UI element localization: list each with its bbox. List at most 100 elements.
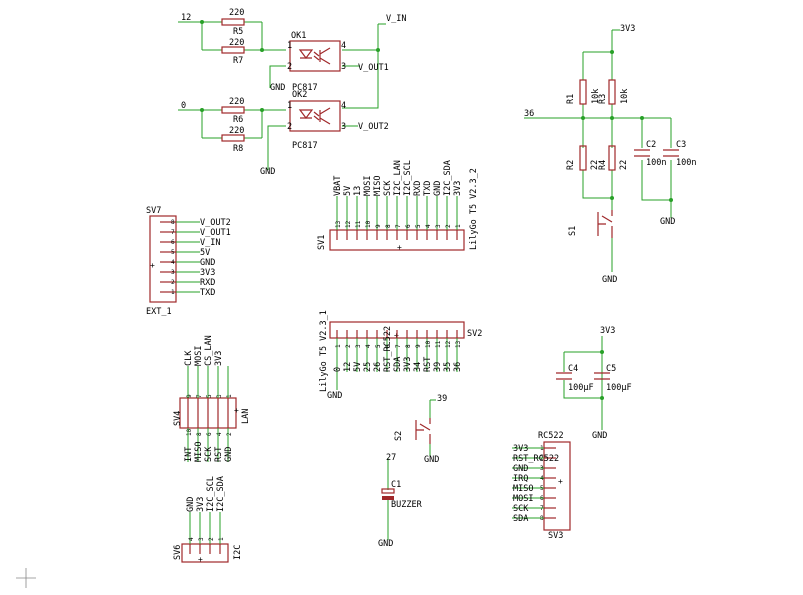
- gnd-label-ok2: GND: [260, 167, 275, 177]
- r6-name: R6: [233, 115, 243, 125]
- sv7-signal: RXD: [200, 278, 215, 288]
- sv1-signal: GND: [433, 181, 443, 196]
- sv1-pin-number: 13: [335, 220, 342, 228]
- r4-value: 22: [619, 160, 629, 170]
- sv1-signal: I2C_SDA: [443, 160, 453, 196]
- gnd-label-c1: GND: [378, 539, 393, 549]
- sv7-signal: V_OUT1: [200, 228, 231, 238]
- sv2-signal: RST_RC522: [383, 326, 393, 372]
- sv1-pin-number: 8: [385, 224, 392, 228]
- net-27: 27: [386, 453, 396, 463]
- net-v-in: V_IN: [386, 14, 406, 24]
- sv1-pin-number: 6: [405, 224, 412, 228]
- sv1-signal: RXD: [413, 181, 423, 196]
- sv2-pin-number: 4: [365, 344, 372, 348]
- sv2-signal: 34: [413, 362, 423, 372]
- sv6-body: [181, 543, 229, 563]
- net-v-out1: V_OUT1: [358, 63, 389, 73]
- sv1-pin-number: 9: [375, 224, 382, 228]
- sv6-signal: 3V3: [196, 497, 206, 512]
- sv1-pin-number: 12: [345, 220, 352, 228]
- sv1-value: LilyGo T5 V2.3_2: [469, 168, 479, 250]
- sv2-pin-number: 6: [385, 344, 392, 348]
- buzzer-c1: 27 C1 BUZZER GND: [378, 453, 423, 549]
- sv6-pin-number: 4: [188, 537, 195, 541]
- sv1-pin-number: 2: [445, 224, 452, 228]
- c2-name: C2: [646, 140, 656, 150]
- sv2-pin-number: 5: [375, 344, 382, 348]
- sv2-signal: 36: [453, 362, 463, 372]
- sv4-top-pin-number: 7: [196, 394, 203, 398]
- r3-name: R3: [598, 94, 608, 104]
- sv6-name: SV6: [173, 545, 183, 560]
- svg-text:2: 2: [287, 62, 292, 72]
- sv4-top-signal: MOSI: [194, 346, 204, 366]
- sv2-pin-number: 7: [395, 344, 402, 348]
- sv2-signal: RST: [423, 357, 433, 372]
- sv4-top-pin-number: 1: [226, 394, 233, 398]
- c5-value: 100µF: [606, 383, 632, 393]
- sv7-pin-number: 5: [171, 249, 175, 256]
- sv1-pin-number: 5: [415, 224, 422, 228]
- sv3-plus: +: [558, 477, 563, 486]
- net-v-out2: V_OUT2: [358, 122, 389, 132]
- gnd-label-c3: GND: [660, 217, 675, 227]
- c4-value: 100µF: [568, 383, 594, 393]
- gnd-label-ok1: GND: [270, 83, 285, 93]
- sv3-signal: SCK: [513, 504, 529, 514]
- sv7-pin-number: 3: [171, 269, 175, 276]
- sv7-signal: TXD: [200, 288, 215, 298]
- sv7-signal: GND: [200, 258, 215, 268]
- sv1-pin-number: 3: [435, 224, 442, 228]
- r5-name: R5: [233, 27, 243, 37]
- sv1-signal: SCK: [383, 180, 393, 196]
- sv4-top-signal: 3V3: [214, 351, 224, 366]
- sv2-pin-number: 11: [435, 340, 442, 348]
- sv3-signal: IRQ: [513, 474, 528, 484]
- sv4-value: LAN: [241, 409, 251, 424]
- sv7-value: EXT_1: [146, 307, 172, 317]
- sv2-signal: SDA: [393, 357, 403, 372]
- sv4-bottom-pin-number: 8: [196, 432, 203, 436]
- sv1-pin-number: 11: [355, 220, 362, 228]
- sv3-signal: MISO: [513, 484, 533, 494]
- c3-value: 100n: [676, 158, 696, 168]
- sv7-pin-number: 8: [171, 219, 175, 226]
- sv2-pin-number: 8: [405, 344, 412, 348]
- sv2-signal: 12: [343, 362, 353, 372]
- sv4-bottom-signal: RST: [214, 447, 224, 462]
- sv3-signal: SDA: [513, 514, 528, 524]
- c2-value: 100n: [646, 158, 666, 168]
- sv2-signal: 3V3: [403, 357, 413, 372]
- svg-text:1: 1: [287, 41, 292, 51]
- sv1-signal: TXD: [423, 181, 433, 196]
- c1-value: BUZZER: [391, 500, 423, 510]
- sv6-pin-number: 2: [208, 537, 215, 541]
- sv6-plus: +: [198, 555, 203, 564]
- r6-value: 220: [229, 97, 244, 107]
- r7-name: R7: [233, 56, 243, 66]
- sv4-bottom-pin-number: 4: [216, 432, 223, 436]
- r2-name: R2: [566, 160, 576, 170]
- sv3-signal: 3V3: [513, 444, 528, 454]
- sv3-signal: RST_RC522: [513, 454, 559, 464]
- sv4-bottom-pin-number: 2: [226, 432, 233, 436]
- sv7-pin-number: 6: [171, 239, 175, 246]
- header-sv3: +RC522SV313V32RST_RC5223GND4IRQ5MISO6MOS…: [512, 431, 571, 541]
- sv6-signal: GND: [186, 497, 196, 512]
- c1-name: C1: [391, 480, 401, 490]
- sv1-signal: 3V3: [453, 181, 463, 196]
- sv4-name: SV4: [173, 411, 183, 426]
- sv1-signal: VBAT: [333, 176, 343, 196]
- sv1-pin-number: 1: [455, 224, 462, 228]
- svg-text:3: 3: [341, 62, 346, 72]
- net-36: 36: [524, 109, 534, 119]
- gnd-label-caps: GND: [592, 431, 607, 441]
- sv7-signal: 5V: [200, 248, 210, 258]
- ok2-value: PC817: [292, 141, 318, 151]
- sv2-signal: 39: [433, 362, 443, 372]
- ok1-value: PC817: [292, 83, 318, 93]
